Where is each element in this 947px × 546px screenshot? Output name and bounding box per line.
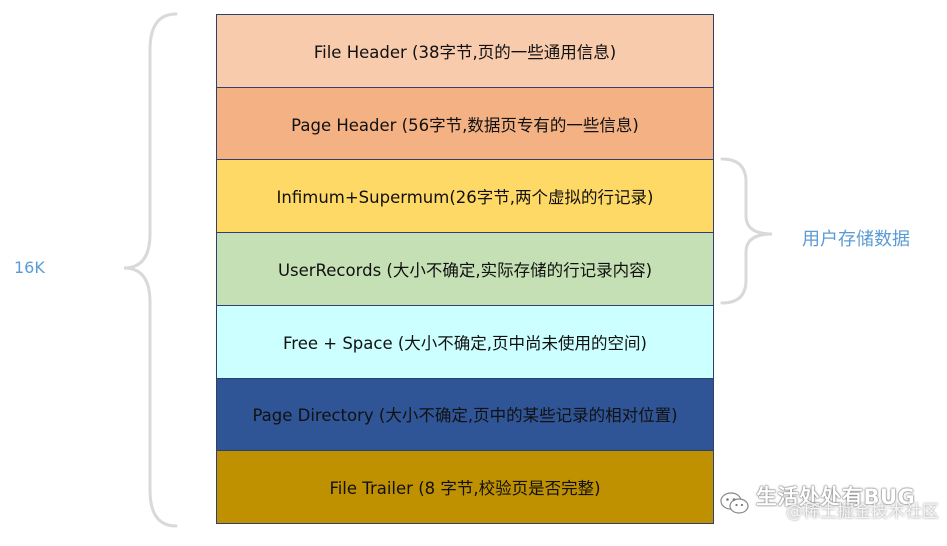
user-records-block: UserRecords (大小不确定,实际存储的行记录内容) [217, 233, 713, 306]
watermark-title: 生活处处有BUG [756, 485, 916, 509]
left-brace [123, 12, 178, 528]
free-space-label: Free + Space (大小不确定,页中尚未使用的空间) [283, 333, 647, 353]
page-header-block: Page Header (56字节,数据页专有的一些信息) [217, 87, 713, 161]
free-space-block: Free + Space (大小不确定,页中尚未使用的空间) [217, 305, 713, 379]
file-header-block: File Header (38字节,页的一些通用信息) [217, 15, 713, 88]
user-data-label: 用户存储数据 [802, 229, 910, 250]
page-structure-stack: File Header (38字节,页的一些通用信息) Page Header … [216, 14, 714, 524]
file-header-label: File Header (38字节,页的一些通用信息) [313, 42, 617, 62]
page-directory-block: Page Directory (大小不确定,页中的某些记录的相对位置) [217, 378, 713, 452]
page-directory-label: Page Directory (大小不确定,页中的某些记录的相对位置) [252, 406, 678, 426]
watermark-subtitle: @稀土掘金技术社区 [786, 502, 939, 523]
right-brace [720, 157, 773, 305]
wechat-icon [720, 492, 749, 514]
watermark: 生活处处有BUG @稀土掘金技术社区 [720, 486, 939, 522]
user-records-label: UserRecords (大小不确定,实际存储的行记录内容) [277, 261, 653, 281]
infimum-supremum-label: Infimum+Supermum(26字节,两个虚拟的行记录) [276, 188, 654, 208]
infimum-supremum-block: Infimum+Supermum(26字节,两个虚拟的行记录) [217, 160, 713, 234]
file-trailer-label: File Trailer (8 字节,校验页是否完整) [329, 479, 601, 499]
page-header-label: Page Header (56字节,数据页专有的一些信息) [291, 115, 639, 135]
size-label: 16K [14, 258, 45, 277]
file-trailer-block: File Trailer (8 字节,校验页是否完整) [217, 451, 713, 524]
